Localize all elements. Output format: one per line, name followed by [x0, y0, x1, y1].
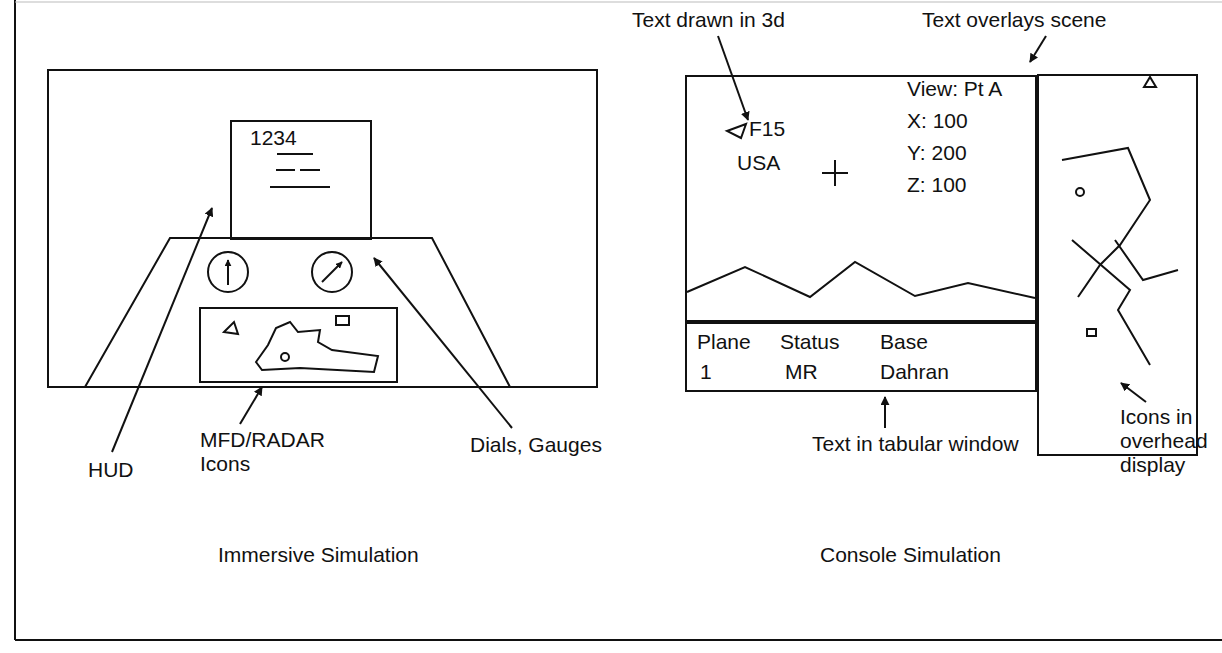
node-text: USA — [737, 151, 780, 175]
crosshair — [834, 160, 836, 186]
hud-line — [270, 186, 330, 188]
overhead-icon — [1087, 329, 1096, 336]
callout-label: MFD/RADAR Icons — [200, 428, 318, 476]
radar-icon — [281, 353, 289, 361]
node-text: 1234 — [250, 126, 297, 150]
aircraft-icon — [727, 124, 746, 138]
hud-line — [300, 169, 320, 171]
node-text: Y: 200 — [907, 141, 967, 165]
radar-icon — [336, 316, 349, 325]
leader-line — [1121, 383, 1146, 402]
frame-line — [14, 0, 16, 640]
dial — [312, 252, 352, 292]
overhead-icon — [1076, 188, 1084, 196]
frame-line — [15, 2, 1222, 3]
callout-label: Text in tabular window — [812, 432, 1019, 456]
mfd-screen — [200, 308, 397, 382]
callout-label: HUD — [88, 458, 134, 482]
node-text: F15 — [749, 117, 785, 141]
frame-line — [15, 639, 1222, 641]
terrain-line — [687, 262, 1035, 298]
panel-caption: Immersive Simulation — [218, 543, 419, 567]
node-text: Base — [880, 330, 928, 354]
leader-line — [112, 208, 212, 452]
callout-label: Text drawn in 3d — [632, 8, 785, 32]
leader-line — [718, 36, 748, 120]
leader-line — [374, 258, 512, 428]
leader-line — [240, 387, 262, 424]
hud-line — [276, 169, 295, 171]
node-text: Z: 100 — [907, 173, 967, 197]
dial-needle — [227, 260, 229, 285]
node-text: View: Pt A — [907, 77, 1002, 101]
callout-label: Dials, Gauges — [470, 433, 602, 457]
hud-line — [277, 153, 313, 155]
node-text: 1 — [700, 360, 712, 384]
node-text: MR — [785, 360, 818, 384]
scene-window: F15USA View: Pt A X: 100 Y: 200 Z: 100 — [685, 75, 1037, 322]
dial — [208, 252, 248, 292]
overhead-track — [1072, 240, 1150, 365]
dial-needle — [322, 262, 342, 282]
tabular-window: Plane Status Base 1 MR Dahran — [685, 322, 1037, 392]
overhead-track — [1062, 148, 1150, 297]
radar-map — [256, 322, 378, 372]
callout-label: Icons in overhead display — [1120, 405, 1216, 477]
leader-line — [884, 397, 886, 428]
node-text: Plane — [697, 330, 751, 354]
node-text: Dahran — [880, 360, 949, 384]
overhead-icon — [1144, 77, 1156, 87]
panel-caption: Console Simulation — [820, 543, 1001, 567]
node-text: Status — [780, 330, 840, 354]
cockpit-window — [48, 70, 597, 387]
overhead-display — [1038, 75, 1197, 455]
callout-label: Text overlays scene — [922, 8, 1106, 32]
node-text: X: 100 — [907, 109, 968, 133]
overhead-track — [1115, 240, 1178, 280]
leader-line — [1030, 36, 1046, 62]
radar-icon — [224, 322, 238, 334]
hud-display: 1234 — [230, 120, 372, 240]
